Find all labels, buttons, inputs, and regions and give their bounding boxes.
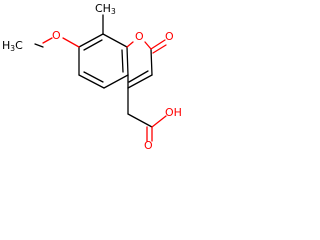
aromatic-methyl-text: CH — [95, 2, 111, 15]
bond-c7-o-methoxy — [62, 37, 80, 48]
bond-c7-c8 — [78, 33, 104, 48]
bond-o1-c2 — [144, 41, 152, 50]
bond-o-methoxy-methyl — [42, 37, 53, 44]
bond-c7-c8-inner — [83, 39, 103, 51]
bond-acid-c-oh — [151, 115, 167, 128]
methoxy-methyl-label: H3C — [2, 39, 23, 53]
bond-c8a-c4a-inner — [121, 49, 124, 73]
acid-hydroxyl-label: OH — [165, 106, 182, 119]
carbon-bonds — [34, 14, 153, 128]
bond-c8a-o1 — [126, 41, 134, 48]
bond-c3-c4 — [127, 74, 153, 89]
chemical-structure: H3C O CH3 O O OH O — [2, 2, 182, 151]
bond-c8a-c4a — [126, 46, 129, 76]
methoxy-methyl-h: H — [2, 39, 10, 52]
bond-c5-c6-inner — [83, 71, 104, 83]
bond-c2-carbonyl-o — [150, 39, 166, 50]
aromatic-methyl-subscript: 3 — [111, 7, 116, 16]
bond-c8-c8a — [102, 33, 128, 48]
bond-c4a-c5 — [103, 74, 129, 89]
bond-methoxy-methyl — [34, 43, 44, 48]
methoxy-methyl-c: C — [15, 39, 23, 52]
bond-c5-c6 — [78, 74, 105, 89]
lactone-carbonyl-oxygen-label: O — [165, 30, 174, 43]
oxygen-bonds — [42, 37, 167, 142]
aromatic-methyl-label: CH3 — [95, 2, 116, 16]
bond-c2-c3 — [150, 48, 153, 76]
methoxy-methyl-subscript: 3 — [10, 44, 15, 53]
ring-oxygen-label: O — [135, 30, 144, 43]
bond-c3-c4-inner — [128, 70, 149, 83]
methoxy-oxygen-label: O — [52, 29, 61, 42]
bond-ch2-cooh — [127, 113, 153, 128]
bond-c2-carbonyl-o-double — [152, 44, 167, 54]
acid-carbonyl-oxygen-label: O — [144, 139, 153, 151]
